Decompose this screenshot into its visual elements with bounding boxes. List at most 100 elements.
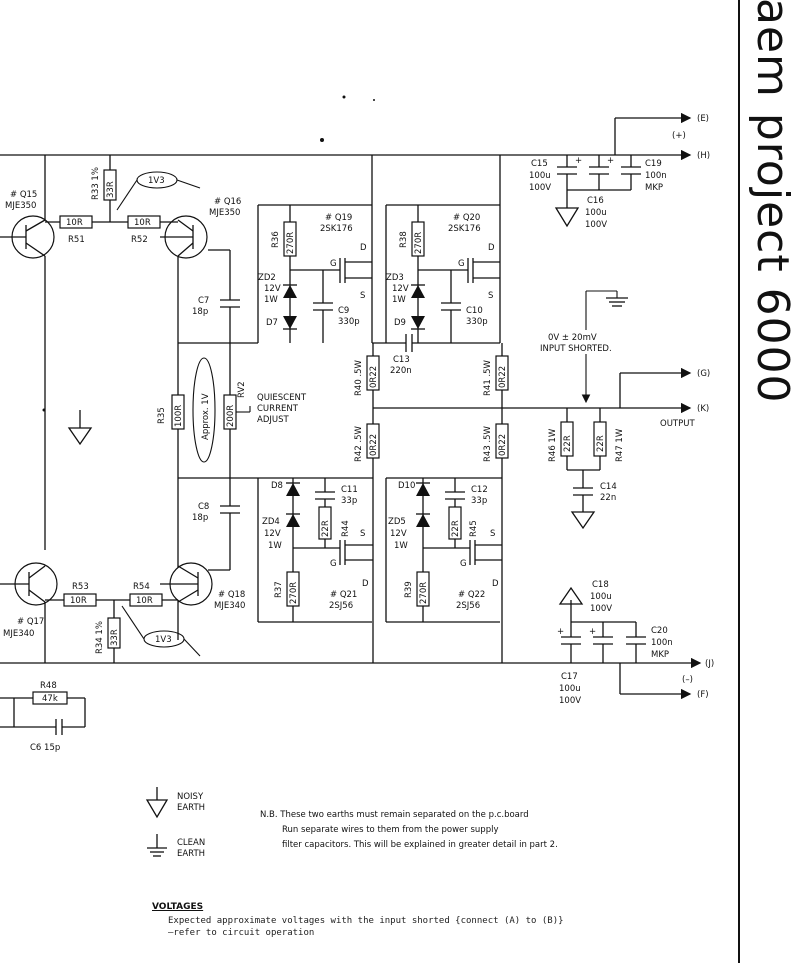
nb-line2: Run separate wires to them from the powe…	[282, 825, 498, 835]
c18-v2: 100V	[590, 604, 612, 614]
zd4-v: 12V	[264, 529, 281, 539]
c16-v1: 100u	[585, 208, 607, 218]
q21-type: 2SJ56	[329, 601, 353, 611]
r48-ref: R48	[40, 681, 57, 691]
c20-v2: MKP	[651, 650, 669, 660]
zener-zd3	[411, 284, 425, 298]
transistor-q18	[160, 562, 213, 606]
r51-ref: R51	[68, 235, 85, 245]
c20-v1: 100n	[651, 638, 673, 648]
r35-ref: R35	[157, 407, 167, 424]
c12-val: 33p	[471, 496, 487, 506]
r54-ref: R54	[133, 582, 150, 592]
r51-val: 10R	[66, 218, 83, 228]
rv2-ref: RV2	[237, 381, 247, 398]
zd5-w: 1W	[394, 541, 408, 551]
v1v3-top: 1V3	[148, 176, 165, 186]
q19-g: G	[330, 259, 337, 269]
resistor-r43	[495, 423, 509, 459]
terminal-e: (E)	[697, 114, 709, 124]
resistor-r53	[63, 593, 97, 607]
mosfet-q19	[339, 258, 372, 283]
transistor-q15	[0, 155, 55, 550]
q20-d: D	[488, 243, 495, 253]
c17-ref: C17	[561, 672, 578, 682]
output-line	[373, 367, 692, 414]
offset-note-line1: 0V ± 20mV	[548, 333, 597, 343]
q21-d: D	[362, 579, 369, 589]
quiescent-line3: ADJUST	[257, 415, 289, 425]
svg-text:+: +	[607, 156, 614, 166]
r34-ref: R34 1%	[95, 621, 105, 654]
q22-g: G	[460, 559, 467, 569]
q17-ref: # Q17	[17, 617, 44, 627]
c16-v2: 100V	[585, 220, 607, 230]
project-title: aem project 6000	[747, 0, 798, 404]
svg-text:+: +	[589, 627, 596, 637]
r39-val: 270R	[419, 582, 429, 604]
voltages-line2: –refer to circuit operation	[168, 928, 315, 938]
c11-val: 33p	[341, 496, 357, 506]
q20-ref: # Q20	[453, 213, 480, 223]
q17-type: MJE340	[3, 629, 34, 639]
r33-ref: R33 1%	[91, 167, 101, 200]
resistor-r42	[366, 423, 380, 459]
v1v3-bottom: 1V3	[155, 635, 172, 645]
c12-ref: C12	[471, 485, 488, 495]
r45-val: 22R	[451, 520, 461, 537]
terminal-g: (G)	[697, 369, 710, 379]
clean-line1: CLEAN	[177, 838, 205, 848]
output-label: OUTPUT	[660, 419, 695, 429]
zd5-ref: ZD5	[388, 517, 406, 527]
negative-rail	[0, 657, 702, 700]
r54-val: 10R	[136, 596, 153, 606]
q15-type: MJE350	[5, 201, 36, 211]
zd2-ref: ZD2	[258, 273, 276, 283]
terminal-k: (K)	[697, 404, 709, 414]
c19-v1: 100n	[645, 171, 667, 181]
r41-ref: R41 .5W	[483, 359, 493, 396]
r38-ref: R38	[399, 231, 409, 248]
c19-v2: MKP	[645, 183, 663, 193]
q19-ref: # Q19	[325, 213, 352, 223]
legend-clean-earth	[147, 834, 167, 857]
approx-bubble	[192, 357, 216, 463]
c8-val: 18p	[192, 513, 208, 523]
c18-ref: C18	[592, 580, 609, 590]
q19-type: 2SK176	[320, 224, 353, 234]
r44-ref: R44	[341, 520, 351, 537]
voltages-heading: VOLTAGES	[152, 902, 204, 912]
c6-label: C6 15p	[30, 743, 60, 753]
positive-rail	[0, 112, 692, 161]
r36-ref: R36	[271, 231, 281, 248]
r45-ref: R45	[469, 520, 479, 537]
transistor-q17	[0, 562, 58, 663]
noisy-line2: EARTH	[177, 803, 205, 813]
d7-label: D7	[266, 318, 278, 328]
terminal-h: (H)	[697, 151, 710, 161]
r47-val: 22R	[596, 435, 606, 452]
c7-val: 18p	[192, 307, 208, 317]
q15-ref: # Q15	[10, 190, 37, 200]
zd4-ref: ZD4	[262, 517, 280, 527]
resistor-r47	[593, 421, 607, 457]
d10-label: D10	[398, 481, 415, 491]
r41-val: 0R22	[498, 366, 508, 388]
zener-zd5	[416, 513, 430, 527]
resistor-r52	[127, 215, 161, 229]
c10-val: 330p	[466, 317, 488, 327]
r44-val: 22R	[321, 520, 331, 537]
noisy-line1: NOISY	[177, 792, 204, 802]
r36-val: 270R	[286, 232, 296, 254]
r46-ref: R46 1W	[548, 428, 558, 462]
resistor-r51	[59, 215, 93, 229]
svg-text:+: +	[575, 156, 582, 166]
diode-d7	[283, 316, 297, 330]
resistor-r34	[107, 617, 121, 649]
q22-ref: # Q22	[458, 590, 485, 600]
c13-ref: C13	[393, 355, 410, 365]
r40-ref: R40 .5W	[354, 359, 364, 396]
c15-v1: 100u	[529, 171, 551, 181]
c17-v2: 100V	[559, 696, 581, 706]
